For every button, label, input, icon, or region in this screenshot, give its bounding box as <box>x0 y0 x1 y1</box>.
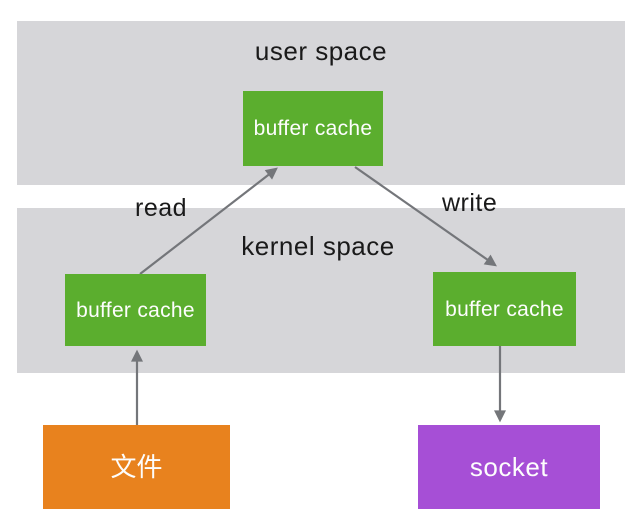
user-space-label: user space <box>254 36 388 66</box>
file-node: 文件 <box>43 425 230 509</box>
kernel-buffer-cache-right-label: buffer cache <box>445 297 564 321</box>
kernel-space-label: kernel space <box>241 231 395 261</box>
file-node-label: 文件 <box>110 452 163 482</box>
read-edge-label: read <box>135 194 188 222</box>
socket-node: socket <box>418 425 600 509</box>
kernel-buffer-cache-left-node: buffer cache <box>65 274 206 346</box>
socket-node-label: socket <box>469 452 549 482</box>
user-buffer-cache-node: buffer cache <box>243 91 383 166</box>
write-edge-label: write <box>442 189 498 217</box>
kernel-buffer-cache-right-node: buffer cache <box>433 272 576 346</box>
user-buffer-cache-label: buffer cache <box>253 117 373 140</box>
kernel-buffer-cache-left-label: buffer cache <box>76 298 195 322</box>
